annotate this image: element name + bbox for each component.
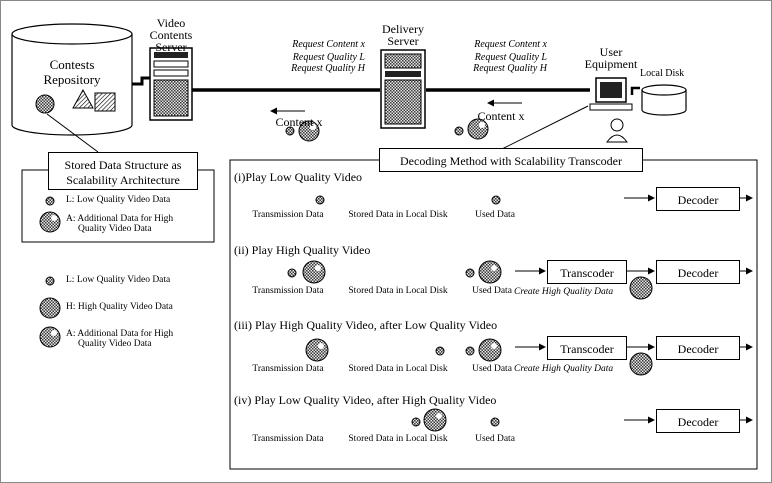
- scenario-3-title: (iii) Play High Quality Video, after Low…: [234, 318, 498, 332]
- repo-data-square: [94, 92, 116, 112]
- scenario-1-title: (i)Play Low Quality Video: [234, 170, 363, 184]
- s4-col-used: Used Data: [475, 434, 515, 444]
- s4-col-stored: Stored Data in Local Disk: [348, 434, 448, 444]
- s4-used-low: [490, 417, 500, 427]
- user-equipment-label-1: User: [599, 45, 623, 59]
- s2-col-transmission: Transmission Data: [252, 286, 324, 296]
- s2-col-used: Used Data: [472, 286, 512, 296]
- legend-add-label-1: A: Additional Data for High: [66, 329, 174, 339]
- s3-stored-low: [435, 346, 445, 356]
- s3-transmission-add: [305, 338, 329, 362]
- scenario-2-title: (ii) Play High Quality Video: [234, 243, 371, 257]
- s3-transcoder-box: Transcoder: [547, 336, 627, 360]
- request-left-quality-l: Request Quality L: [292, 52, 365, 63]
- stored-structure-title-box: Stored Data Structure as Scalability Arc…: [48, 152, 198, 190]
- s2-col-stored: Stored Data in Local Disk: [348, 286, 448, 296]
- repo-data-triangle: [72, 88, 94, 109]
- s2-used-low: [465, 268, 475, 278]
- local-disk-label: Local Disk: [640, 68, 685, 79]
- content-x-label-1: Content x: [275, 115, 323, 129]
- s4-decoder-box: Decoder: [656, 409, 740, 433]
- repo-to-structure-line: [46, 113, 99, 153]
- s3-used-low: [465, 346, 475, 356]
- user-computer-icon: [589, 77, 633, 111]
- request-right-quality-l: Request Quality L: [474, 52, 547, 63]
- s3-col-transmission: Transmission Data: [252, 364, 324, 374]
- content-x-label-2: Content x: [477, 109, 525, 123]
- user-person-icon: [606, 118, 628, 143]
- delivery-server-icon: [380, 49, 426, 129]
- decoding-title-box: Decoding Method with Scalability Transco…: [379, 148, 643, 172]
- s1-decoder-label: Decoder: [677, 193, 719, 207]
- s2-transcoder-box: Transcoder: [547, 260, 627, 284]
- s2-decoder-box: Decoder: [656, 260, 740, 284]
- s1-decoder-box: Decoder: [656, 187, 740, 211]
- stored-add-circle: [39, 211, 61, 233]
- stored-structure-title-2: Scalability Architecture: [66, 173, 180, 187]
- disk-link: [630, 86, 640, 95]
- content-low-circle-2: [454, 126, 464, 136]
- s4-col-transmission: Transmission Data: [252, 434, 324, 444]
- request-left-content: Request Content x: [292, 39, 365, 50]
- legend-low-circle: [45, 276, 55, 286]
- user-to-decoding-line: [499, 105, 589, 151]
- request-right-content: Request Content x: [474, 39, 547, 50]
- s3-transcoder-label: Transcoder: [560, 342, 614, 356]
- s2-decoder-label: Decoder: [677, 266, 719, 280]
- s3-decoder-box: Decoder: [656, 336, 740, 360]
- legend-high-label: H: High Quality Video Data: [66, 302, 173, 312]
- s2-transcoder-label: Transcoder: [560, 266, 614, 280]
- s3-col-stored: Stored Data in Local Disk: [348, 364, 448, 374]
- s2-transmission-low: [287, 268, 297, 278]
- legend-high-circle: [39, 297, 61, 319]
- video-server-label-2: Contents: [149, 28, 193, 42]
- s3-decoder-label: Decoder: [677, 342, 719, 356]
- legend-low-label: L: Low Quality Video Data: [66, 275, 171, 285]
- stored-add-label-1: A: Additional Data for High: [66, 214, 174, 224]
- repository-label-1: Contests: [49, 57, 95, 72]
- s2-created-high: [629, 276, 653, 300]
- delivery-server-label-2: Server: [387, 34, 419, 48]
- s1-col-used: Used Data: [475, 210, 515, 220]
- s2-used-add: [478, 260, 502, 284]
- s1-col-stored: Stored Data in Local Disk: [348, 210, 448, 220]
- request-right-quality-h: Request Quality H: [473, 63, 547, 74]
- s1-transmission-low: [315, 195, 325, 205]
- repo-link: [132, 76, 150, 86]
- scenario-4-title: (iv) Play Low Quality Video, after High …: [234, 393, 497, 407]
- s4-decoder-label: Decoder: [677, 415, 719, 429]
- repository-label-2: Repository: [43, 72, 101, 87]
- content-low-circle-1: [285, 126, 295, 136]
- video-server-label-3: Server: [155, 40, 187, 54]
- s4-stored-low: [411, 417, 421, 427]
- video-server-label-1: Video: [156, 16, 186, 30]
- user-equipment-label-2: Equipment: [584, 57, 638, 71]
- repo-data-circle: [35, 94, 55, 114]
- s1-col-transmission: Transmission Data: [252, 210, 324, 220]
- s3-created-high: [629, 352, 653, 376]
- delivery-server-label-1: Delivery: [382, 22, 424, 36]
- legend-add-label-2: Quality Video Data: [78, 339, 152, 349]
- s2-create-label: Create High Quality Data: [514, 287, 614, 297]
- s2-transmission-add: [302, 260, 326, 284]
- stored-low-circle: [45, 196, 55, 206]
- decoding-title: Decoding Method with Scalability Transco…: [400, 154, 622, 168]
- stored-structure-title-1: Stored Data Structure as: [64, 158, 182, 172]
- s3-col-used: Used Data: [472, 364, 512, 374]
- request-left-quality-h: Request Quality H: [291, 63, 365, 74]
- stored-add-label-2: Quality Video Data: [78, 224, 152, 234]
- video-server-icon: [149, 47, 193, 121]
- local-disk-icon: [641, 84, 687, 116]
- s3-create-label: Create High Quality Data: [514, 364, 614, 374]
- s4-stored-add: [423, 408, 447, 432]
- s3-used-add: [478, 338, 502, 362]
- legend-add-circle: [39, 326, 61, 348]
- stored-low-label: L: Low Quality Video Data: [66, 195, 171, 205]
- s1-used-low: [491, 195, 501, 205]
